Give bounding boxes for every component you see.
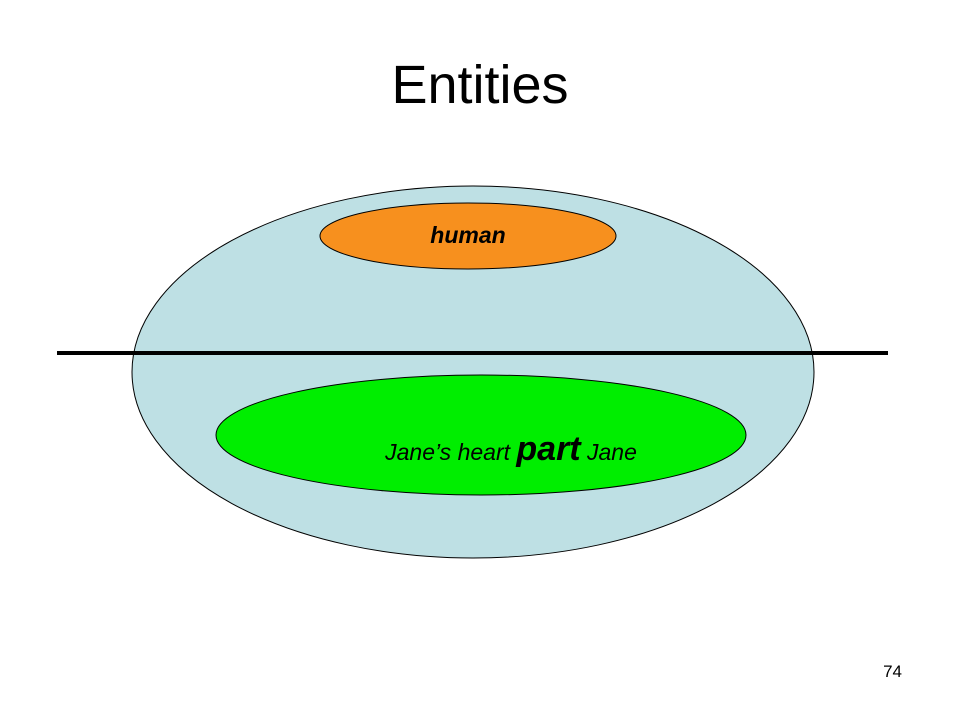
part-relation-object: Jane — [581, 439, 637, 465]
part-relation-label: Jane’s heart part Jane — [384, 430, 637, 468]
part-relation-subject: Jane’s heart — [384, 439, 516, 465]
human-ellipse — [319, 202, 617, 270]
part-relation-keyword: part — [515, 430, 582, 468]
part-relation-ellipse — [215, 374, 747, 496]
page-number: 74 — [883, 662, 902, 681]
human-label: human — [430, 222, 505, 248]
slide-title: Entities — [391, 55, 569, 115]
